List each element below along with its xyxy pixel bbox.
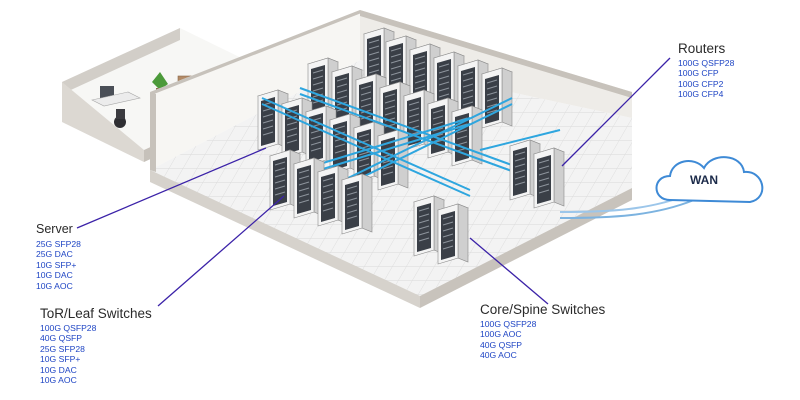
core-spine-spec: 100G AOC [480,329,522,340]
tor-leaf-spec: 100G QSFP28 [40,323,97,333]
tor-leaf-label: ToR/Leaf Switches 100G QSFP28 40G QSFP 2… [40,306,152,385]
plant-icon [152,72,168,90]
core-spine-title: Core/Spine Switches [480,302,606,317]
server-spec-list: 25G SFP28 25G DAC 10G SFP+ 10G DAC 10G A… [36,239,81,291]
routers-spec-list: 100G QSFP28 100G CFP 100G CFP2 100G CFP4 [678,58,734,100]
wan-cloud-icon [655,156,764,204]
tor-leaf-spec: 10G AOC [40,375,77,386]
tor-leaf-title: ToR/Leaf Switches [40,306,152,321]
core-spine-spec: 40G QSFP [480,339,523,350]
routers-spec: 100G CFP [678,68,719,79]
tor-leaf-spec: 40G QSFP [40,333,83,344]
routers-label: Routers 100G QSFP28 100G CFP 100G CFP2 1… [678,41,734,100]
tor-leaf-spec: 10G DAC [40,364,77,375]
server-spec: 10G SFP+ [36,259,77,270]
server-title: Server [36,222,73,236]
routers-spec: 100G CFP4 [678,89,724,100]
server-spec: 10G DAC [36,270,73,281]
tor-leaf-spec: 10G SFP+ [40,354,81,365]
routers-spec: 100G CFP2 [678,78,724,89]
tor-leaf-spec-list: 100G QSFP28 40G QSFP 25G SFP28 10G SFP+ … [40,323,152,385]
core-spine-spec-list: 100G QSFP28 100G AOC 40G QSFP 40G AOC [480,319,605,361]
routers-title: Routers [678,41,726,56]
fiber-trunks [261,87,561,197]
desk-icon [91,91,141,107]
monitor-icon [100,86,114,98]
core-spine-label: Core/Spine Switches 100G QSFP28 100G AOC… [480,302,605,361]
routers-spec: 100G QSFP28 [678,58,735,68]
core-spine-spec: 40G AOC [480,350,517,361]
server-label: Server 25G SFP28 25G DAC 10G SFP+ 10G DA… [36,222,81,291]
wan-label: WAN [690,173,718,187]
core-spine-spec: 100G QSFP28 [480,319,537,329]
tor-leaf-spec: 25G SFP28 [40,343,85,354]
leader-lines [76,57,671,307]
server-spec: 25G DAC [36,249,73,260]
server-spec: 25G SFP28 [36,239,81,249]
server-spec: 10G AOC [36,280,73,291]
